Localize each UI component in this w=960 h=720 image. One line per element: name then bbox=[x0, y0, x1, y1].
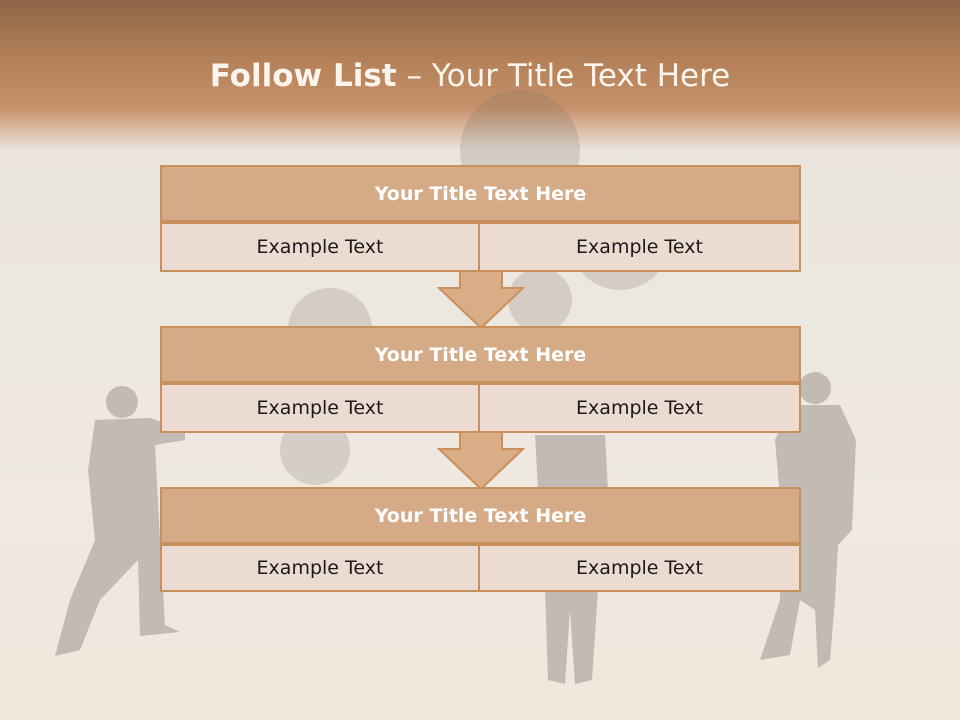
gear-icon bbox=[508, 268, 572, 332]
block-title: Your Title Text Here bbox=[160, 326, 801, 383]
block-right-text: Example Text bbox=[480, 544, 801, 592]
block-right-text: Example Text bbox=[480, 222, 801, 272]
block-left-text: Example Text bbox=[160, 383, 480, 433]
block-left-text: Example Text bbox=[160, 544, 480, 592]
down-arrow-icon bbox=[437, 431, 525, 491]
down-arrow-icon bbox=[437, 270, 525, 330]
header-band bbox=[0, 0, 960, 150]
businessman-right bbox=[760, 372, 856, 668]
slide-title: Follow List – Your Title Text Here bbox=[0, 56, 940, 96]
block-left-text: Example Text bbox=[160, 222, 480, 272]
title-bold: Follow List bbox=[209, 58, 397, 94]
title-rest: – Your Title Text Here bbox=[396, 58, 731, 94]
businessman-left bbox=[55, 386, 185, 656]
block-right-text: Example Text bbox=[480, 383, 801, 433]
block-title: Your Title Text Here bbox=[160, 165, 801, 222]
block-title: Your Title Text Here bbox=[160, 487, 801, 544]
